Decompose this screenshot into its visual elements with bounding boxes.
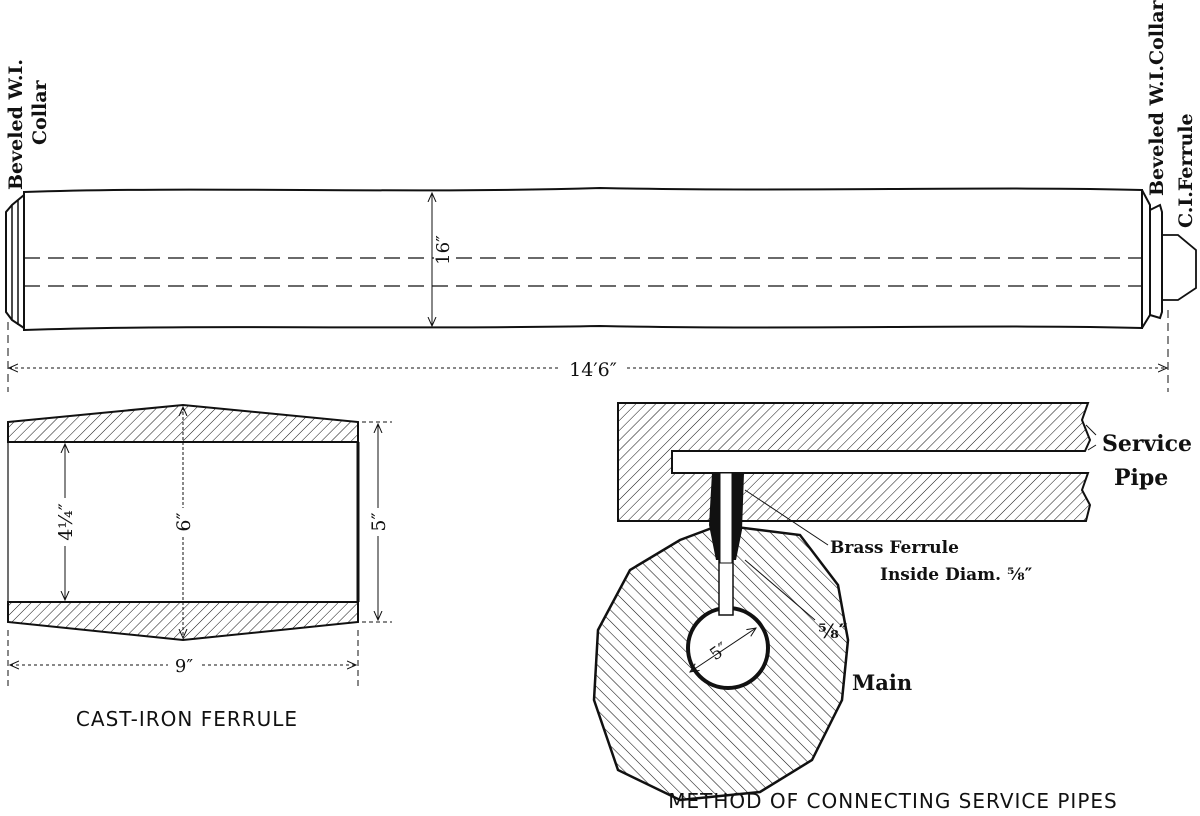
main-bore [686, 606, 770, 690]
ferrule-length-label: 9″ [175, 656, 193, 677]
main-label: Main [852, 670, 912, 695]
pipe-diameter-label: 16″ [433, 235, 454, 265]
pipe-length-label: 14′6″ [569, 359, 617, 381]
right-collar-label: Beveled W.I.Collar [1146, 0, 1168, 196]
end-diameter-label: 5″ [368, 512, 390, 531]
ci-ferrule-label: C.I.Ferrule [1175, 113, 1197, 228]
inside-diam-label: Inside Diam. ⅝″ [880, 565, 1033, 585]
pipe-section: 16″ 14′6″ Beveled W.I. Collar Beveled W.… [5, 0, 1197, 392]
service-connection-drawing: 5″ Service Pipe Brass Ferrule Inside Dia… [592, 402, 1192, 813]
stem-size-label: ⅝″ [818, 619, 848, 643]
cast-iron-ferrule-caption: CAST-IRON FERRULE [76, 707, 298, 731]
inner-diameter-label: 4¼″ [55, 503, 77, 541]
brass-ferrule-label: Brass Ferrule [830, 538, 959, 558]
ci-ferrule [1162, 234, 1197, 301]
left-collar-label-line2: Collar [29, 79, 51, 145]
service-pipe-wall [617, 402, 1092, 522]
cast-iron-ferrule-drawing: 4¼″ 6″ 5″ 9″ CAST-IRON FERRULE [7, 403, 392, 731]
left-collar-label-line1: Beveled W.I. [5, 59, 27, 190]
service-connection-caption: METHOD OF CONNECTING SERVICE PIPES [668, 789, 1117, 813]
left-collar [5, 194, 25, 329]
service-label-line1: Service [1102, 431, 1192, 457]
service-label-line2: Pipe [1114, 465, 1168, 491]
pipe-body [23, 186, 1143, 332]
middle-diameter-label: 6″ [173, 512, 195, 531]
right-collar [1141, 189, 1163, 329]
